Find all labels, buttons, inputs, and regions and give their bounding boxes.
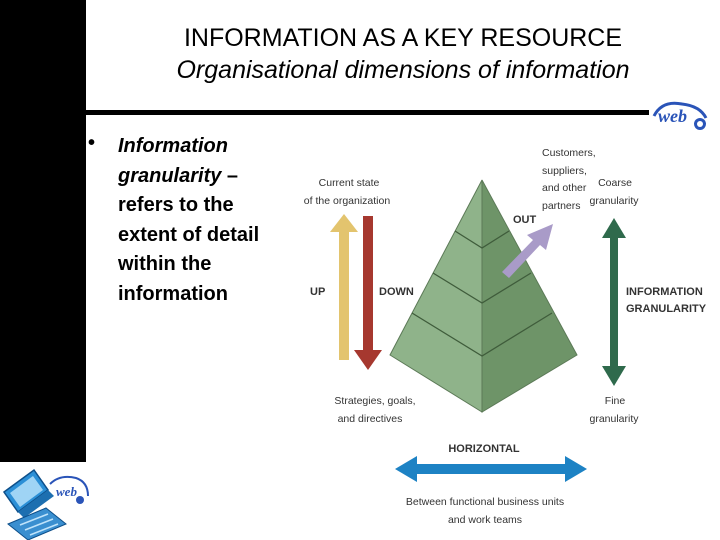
info-granularity-label-2: GRANULARITY [626, 303, 707, 315]
title-line-2: Organisational dimensions of information [176, 56, 630, 84]
coarse-label-2: granularity [589, 195, 639, 207]
out-arrow [502, 224, 553, 278]
information-pyramid [389, 179, 578, 413]
bullet-text: Information granularity – refers to the … [118, 132, 298, 309]
organisational-dimensions-diagram: Current state of the organization UP DOW… [304, 147, 707, 526]
customers-label-3: and other [542, 182, 587, 194]
slide-title: INFORMATION AS A KEY RESOURCE Organisati… [86, 22, 720, 86]
bullet-term: Information granularity [118, 135, 228, 187]
customers-label-1: Customers, [542, 147, 596, 159]
between-label-2: and work teams [448, 514, 522, 526]
title-divider [86, 110, 649, 115]
fine-label-2: granularity [589, 413, 639, 425]
customers-label-2: suppliers, [542, 165, 587, 177]
web-logo-text: web [658, 106, 687, 126]
info-granularity-label-1: INFORMATION [626, 286, 703, 298]
web-logo-icon: web [652, 101, 708, 130]
down-label: DOWN [379, 286, 414, 298]
granularity-arrow [602, 218, 626, 386]
horizontal-arrow [395, 456, 587, 482]
down-arrow [354, 216, 382, 370]
up-label: UP [310, 286, 325, 298]
title-line-1: INFORMATION AS A KEY RESOURCE [183, 24, 623, 52]
out-label: OUT [513, 214, 537, 226]
left-black-bar [0, 0, 86, 462]
between-label-1: Between functional business units [406, 496, 564, 508]
current-state-label-2: of the organization [304, 195, 391, 207]
strategies-label-2: and directives [338, 413, 403, 425]
up-arrow [330, 214, 358, 360]
computer-logo-text: web [56, 484, 77, 499]
fine-label-1: Fine [605, 395, 626, 407]
computer-icon: web [2, 468, 89, 540]
current-state-label-1: Current state [319, 177, 380, 189]
bullet-marker: • [88, 132, 96, 154]
strategies-label-1: Strategies, goals, [334, 395, 415, 407]
bullet-rest: – refers to the extent of detail within … [118, 164, 260, 305]
coarse-label-1: Coarse [598, 177, 632, 189]
customers-label-4: partners [542, 200, 581, 212]
horizontal-label: HORIZONTAL [448, 443, 520, 455]
